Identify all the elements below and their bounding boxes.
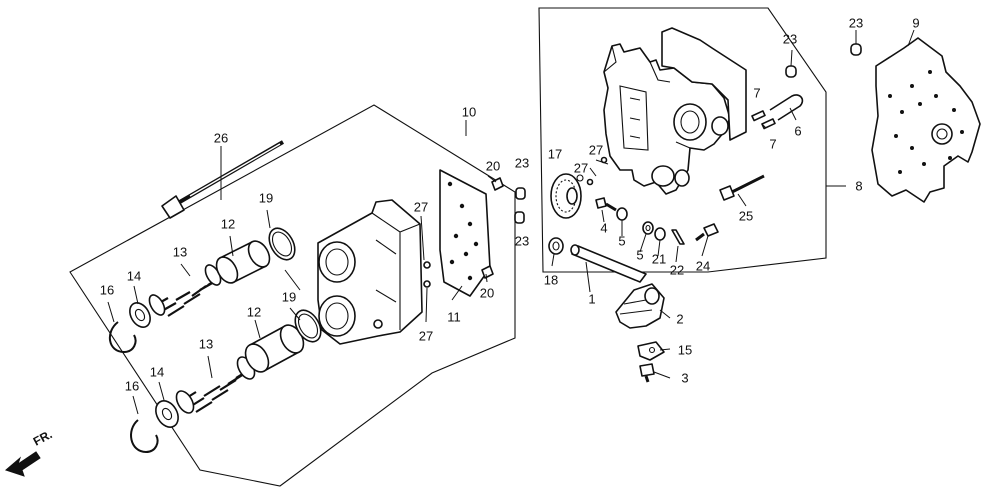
leader-lines bbox=[107, 29, 915, 415]
callout-27-servo-lower: 27 bbox=[419, 328, 433, 343]
upper-retainer-part bbox=[129, 302, 151, 328]
callout-13-lower: 13 bbox=[199, 336, 213, 351]
callout-2: 2 bbox=[676, 311, 683, 326]
callout-7-upper: 7 bbox=[753, 85, 760, 100]
cotter-pin-part bbox=[671, 229, 685, 245]
spring-clip-part bbox=[751, 94, 804, 130]
callout-9: 9 bbox=[912, 15, 919, 30]
valve-body-separator-plate-part bbox=[661, 27, 747, 141]
main-separator-plate-part bbox=[871, 37, 981, 203]
callout-7-lower: 7 bbox=[769, 136, 776, 151]
callout-12-lower: 12 bbox=[247, 304, 261, 319]
callout-5-upper: 5 bbox=[618, 233, 625, 248]
callout-18: 18 bbox=[544, 272, 558, 287]
callout-10: 10 bbox=[462, 104, 476, 119]
callout-19-upper: 19 bbox=[259, 190, 273, 205]
servo-body-part bbox=[317, 199, 423, 345]
front-direction-label: FR. bbox=[31, 427, 55, 448]
callout-24: 24 bbox=[696, 258, 710, 273]
callout-26: 26 bbox=[214, 130, 228, 145]
orifice-collars-part bbox=[514, 187, 526, 224]
callout-8: 8 bbox=[855, 178, 862, 193]
servo-assembly-frame bbox=[69, 104, 516, 487]
pin-part bbox=[595, 197, 617, 212]
callout-12-upper: 12 bbox=[221, 216, 235, 231]
callout-27-valve-lower: 27 bbox=[574, 160, 588, 175]
upper-piston-part bbox=[215, 240, 271, 284]
callout-25: 25 bbox=[739, 208, 753, 223]
long-bolt-part bbox=[161, 140, 285, 219]
callout-3: 3 bbox=[681, 370, 688, 385]
callout-23-servo-upper: 23 bbox=[515, 155, 529, 170]
lower-circlip-part bbox=[130, 419, 159, 453]
upper-spring-part bbox=[148, 264, 223, 317]
callout-23-plate: 23 bbox=[849, 15, 863, 30]
callout-6: 6 bbox=[794, 123, 801, 138]
o-rings-part bbox=[423, 261, 431, 288]
callout-16-lower: 16 bbox=[125, 378, 139, 393]
callout-21: 21 bbox=[652, 251, 666, 266]
callout-1: 1 bbox=[588, 291, 595, 306]
callout-14-lower: 14 bbox=[150, 364, 164, 379]
lower-retainer-part bbox=[155, 400, 179, 428]
callout-15: 15 bbox=[678, 342, 692, 357]
callout-11: 11 bbox=[447, 309, 461, 324]
front-direction-arrow bbox=[5, 451, 41, 477]
detent-rollers-part bbox=[785, 43, 862, 78]
callout-23-valve-body: 23 bbox=[783, 31, 797, 46]
cam-bolt-part bbox=[639, 363, 655, 383]
lower-piston-part bbox=[244, 324, 305, 373]
valve-body-assembly-frame bbox=[538, 7, 827, 273]
bearing-part bbox=[550, 173, 584, 219]
callout-17: 17 bbox=[548, 146, 562, 161]
callout-19-lower: 19 bbox=[282, 289, 296, 304]
callout-20-upper: 20 bbox=[486, 158, 500, 173]
callout-27-servo-upper: 27 bbox=[414, 199, 428, 214]
small-bolt-part bbox=[695, 223, 719, 242]
callout-14-upper: 14 bbox=[127, 268, 141, 283]
shift-arm-part bbox=[615, 283, 665, 329]
callout-23-servo-lower: 23 bbox=[515, 233, 529, 248]
valve-body-part bbox=[603, 43, 731, 195]
lower-spring-part bbox=[175, 356, 256, 414]
washer-part bbox=[642, 221, 654, 235]
shaft-part bbox=[570, 244, 647, 283]
callout-20-lower: 20 bbox=[480, 285, 494, 300]
callout-5-lower: 5 bbox=[636, 247, 643, 262]
callout-22: 22 bbox=[670, 262, 684, 277]
lower-seal-ring-part bbox=[294, 309, 322, 343]
collar-part bbox=[616, 207, 628, 221]
servo-separator-plate-part bbox=[439, 169, 491, 297]
callout-13-upper: 13 bbox=[173, 244, 187, 259]
callout-16-upper: 16 bbox=[100, 282, 114, 297]
upper-circlip-part bbox=[108, 321, 137, 353]
valve-body-bolt-part bbox=[719, 174, 765, 201]
callout-27-valve-upper: 27 bbox=[589, 142, 603, 157]
callout-4: 4 bbox=[600, 220, 607, 235]
spacer-part bbox=[654, 227, 666, 241]
cam-plate-part bbox=[637, 341, 665, 361]
callout-labels: 1 2 3 4 5 5 6 7 7 8 9 10 11 12 12 13 13 … bbox=[100, 15, 920, 393]
upper-seal-ring-part bbox=[268, 227, 296, 261]
shaft-bushing-part bbox=[548, 237, 564, 255]
check-ball-part bbox=[586, 156, 608, 186]
